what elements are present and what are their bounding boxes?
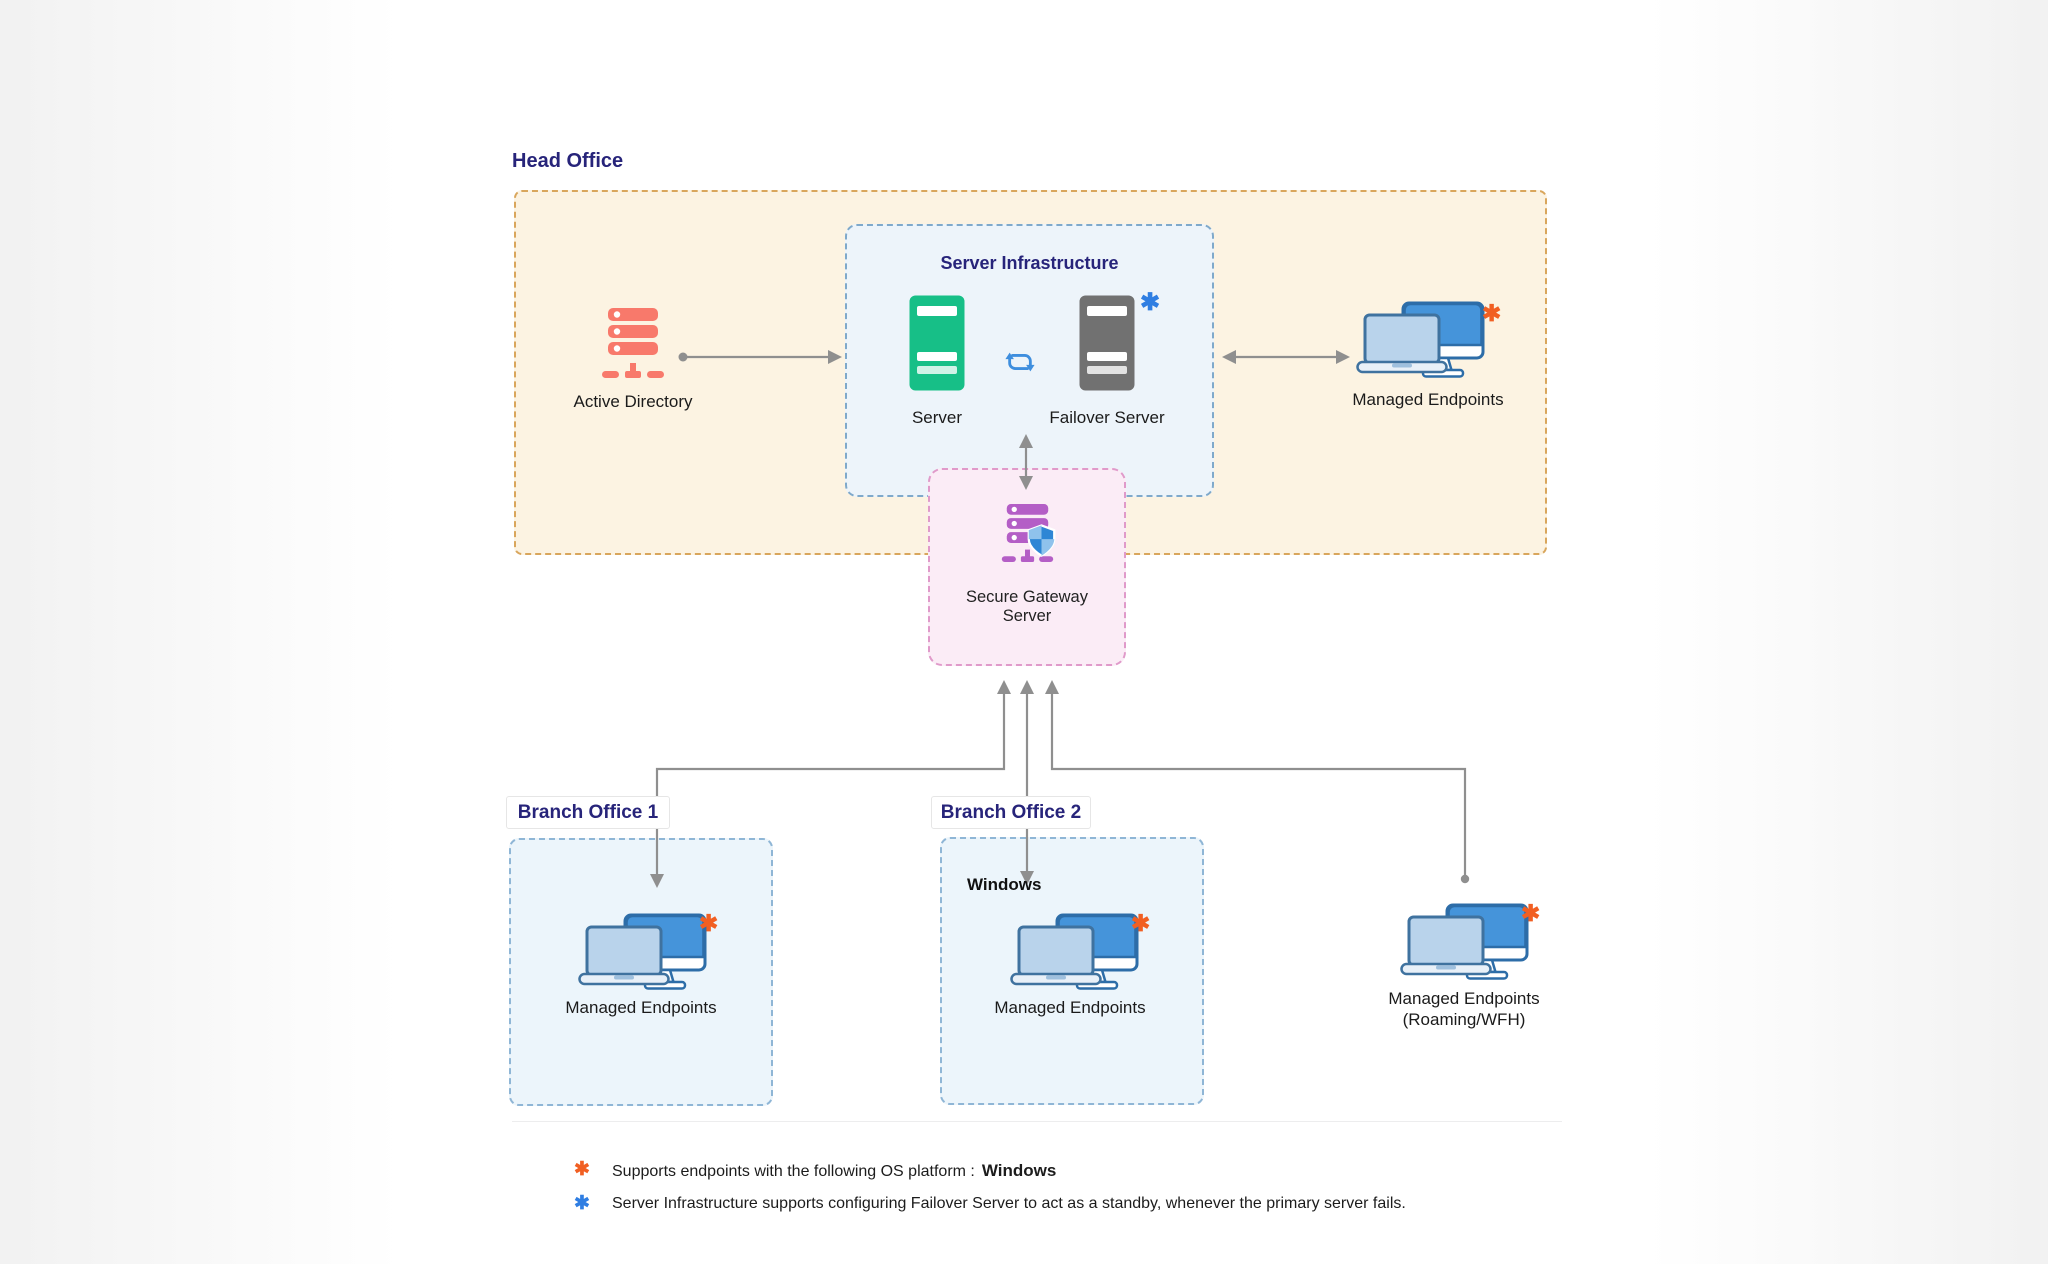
active-directory-label: Active Directory <box>573 392 693 411</box>
footnote1-text: Supports endpoints with the following OS… <box>612 1161 1056 1181</box>
footnote1-os-name: Windows <box>981 1161 1057 1180</box>
managed-endpoints-bo2-asterisk: ✱ <box>1131 910 1151 936</box>
branch-office-1-title: Branch Office 1 <box>506 796 670 829</box>
footnote1-asterisk-icon: ✱ <box>574 1159 590 1180</box>
secure-gateway-box <box>928 468 1126 666</box>
managed-endpoints-bo1-icon <box>578 912 708 992</box>
footnote2-text: Server Infrastructure supports configuri… <box>612 1195 1406 1212</box>
secure-gateway-label: Secure Gateway Server <box>927 588 1127 626</box>
branch-office-2-title: Branch Office 2 <box>931 796 1091 829</box>
roaming-label-line2: (Roaming/WFH) <box>1402 1010 1526 1029</box>
managed-endpoints-roaming-label: Managed Endpoints (Roaming/WFH) <box>1364 988 1564 1030</box>
windows-os-label: Windows <box>967 875 1042 894</box>
server-icon <box>908 294 966 392</box>
active-directory-icon <box>600 308 666 384</box>
left-edge-tint <box>0 0 400 1264</box>
server-infrastructure-title: Server Infrastructure <box>940 253 1119 273</box>
failover-server-label: Failover Server <box>1049 408 1165 427</box>
secure-gateway-label-line1: Secure Gateway <box>966 588 1088 606</box>
shield-icon <box>1027 524 1056 557</box>
managed-endpoints-bo2-icon <box>1010 912 1140 992</box>
managed-endpoints-ho-asterisk: ✱ <box>1482 300 1502 326</box>
managed-endpoints-roaming-icon <box>1400 902 1530 982</box>
secure-gateway-label-line2: Server <box>1002 607 1052 625</box>
gateway-bo2-up-arrowhead <box>1020 680 1034 694</box>
failover-asterisk: ✱ <box>1140 289 1161 316</box>
sync-icon <box>1005 352 1035 372</box>
managed-endpoints-bo2-label: Managed Endpoints <box>994 998 1146 1017</box>
gateway-bo1-up-arrowhead <box>997 680 1011 694</box>
footnote2-asterisk-icon: ✱ <box>574 1193 590 1214</box>
managed-endpoints-ho-label: Managed Endpoints <box>1352 390 1504 409</box>
gateway-roaming-end-dot <box>1460 874 1470 884</box>
managed-endpoints-roaming-asterisk: ✱ <box>1521 900 1541 926</box>
head-office-title: Head Office <box>512 150 624 172</box>
managed-endpoints-bo1-asterisk: ✱ <box>699 910 719 936</box>
managed-endpoints-ho-icon <box>1356 300 1486 380</box>
right-edge-tint <box>1648 0 2048 1264</box>
server-label: Server <box>911 408 963 427</box>
gateway-roaming-up-arrowhead <box>1045 680 1059 694</box>
failover-server-icon <box>1078 294 1136 392</box>
footnote-divider <box>512 1121 1562 1122</box>
footnote1-body: Supports endpoints with the following OS… <box>612 1163 975 1180</box>
managed-endpoints-bo1-label: Managed Endpoints <box>565 998 717 1017</box>
roaming-label-line1: Managed Endpoints <box>1388 989 1540 1008</box>
